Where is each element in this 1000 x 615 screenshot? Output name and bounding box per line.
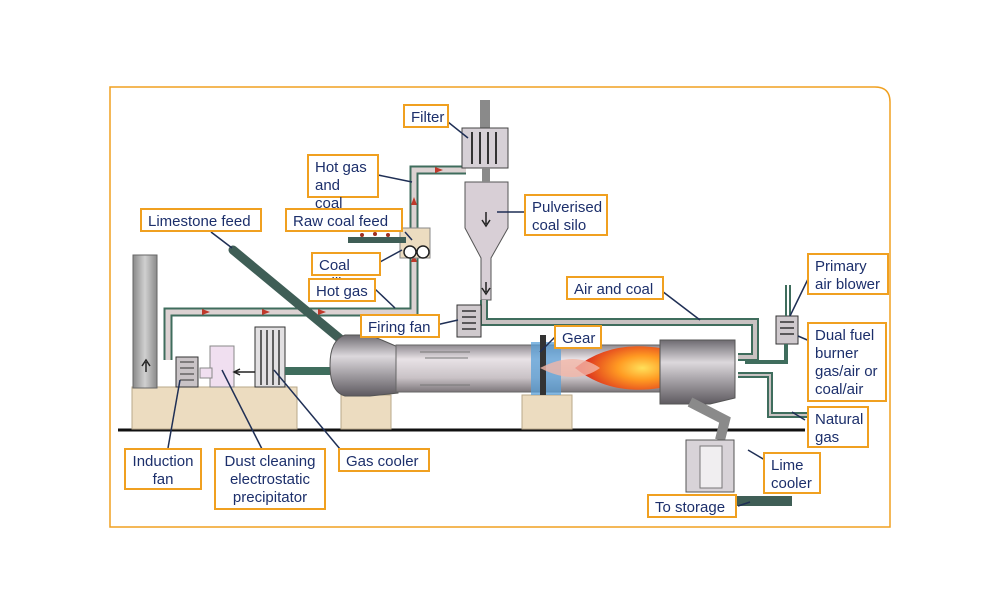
label-firing-fan: Firing fan [360,314,440,338]
label-limestone-feed: Limestone feed [140,208,262,232]
stack-arrow [141,358,151,372]
foundation-middle [340,394,392,430]
precipitator [209,345,235,388]
kiln-fins [420,351,470,386]
filter-unit [461,127,509,169]
label-air-and-coal: Air and coal [566,276,664,300]
label-induction-fan: Induction fan [124,448,202,490]
label-pulverised-coal-silo: Pulverised coal silo [524,194,608,236]
label-coal-mill: Coal mill [311,252,381,292]
leader-lines [167,121,813,507]
kiln-flame [575,346,665,390]
primary-air-blower-unit [775,315,799,345]
label-gas-cooler: Gas cooler [338,448,430,472]
label-lime-cooler: Lime cooler [763,452,821,494]
frame [109,86,891,528]
to-storage-conveyor [720,496,792,506]
raw-coal-conveyor [348,237,406,243]
gas-cooler-unit [254,326,286,388]
chimney-stack [132,254,158,389]
discharge-chute [687,397,731,442]
label-filter: Filter [403,104,449,128]
label-dual-fuel-burner: Dual fuel burner gas/air or coal/air [807,322,887,402]
label-hot-gas: Hot gas [308,278,376,302]
label-to-storage: To storage [647,494,737,518]
foundation-right [521,394,573,430]
label-gear: Gear [554,325,602,349]
label-raw-coal-feed: Raw coal feed [285,208,403,232]
foundation-left [131,386,298,430]
label-dust-cleaning-precipitator: Dust cleaning electrostatic precipitator [214,448,326,510]
label-natural-gas: Natural gas [807,406,869,448]
kiln-discharge-hood [659,339,736,405]
firing-fan-unit [456,304,482,338]
filter-stack [480,100,490,128]
label-hot-gas-and-coal: Hot gas and coal [307,154,379,212]
kiln-feed-hood [329,334,399,397]
label-primary-air-blower: Primary air blower [807,253,889,295]
limestone-feed-chute [228,245,361,357]
